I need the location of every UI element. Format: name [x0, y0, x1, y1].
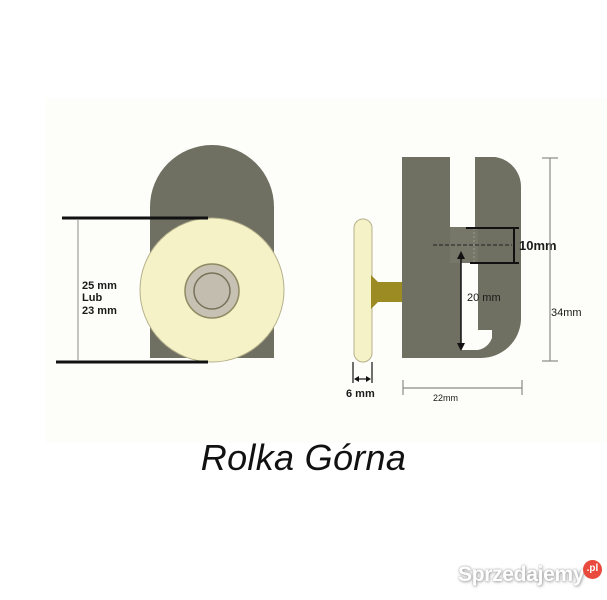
watermark-brand: Sprzedajemy: [458, 563, 585, 586]
wheel-width-arrow-right-icon: [366, 376, 371, 382]
side-view: 10mm 20 mm 34mm 6 mm 22mm: [346, 157, 582, 403]
diameter-label-2: Lub: [82, 292, 102, 304]
side-wheel-shape: [353, 218, 373, 363]
axle-shape: [371, 275, 403, 309]
total-height-label: 34mm: [551, 307, 582, 319]
slot-height-label: 10mm: [519, 238, 557, 253]
gap-arrow-top-icon: [457, 251, 465, 259]
diagram-caption: Rolka Górna: [200, 437, 407, 478]
diameter-label-3: 23 mm: [82, 305, 117, 317]
wheel-width-label: 6 mm: [346, 388, 375, 400]
gap-depth-label: 20 mm: [467, 292, 501, 304]
hub-inner-ring: [193, 272, 231, 310]
gap-arrow-bottom-icon: [457, 343, 465, 351]
side-housing-body: [402, 157, 522, 359]
body-width-label: 22mm: [433, 393, 458, 403]
diameter-label-1: 25 mm: [82, 280, 117, 292]
front-view: 25 mm Lub 23 mm: [56, 145, 285, 364]
watermark-badge: .pl: [583, 560, 602, 579]
wheel-width-arrow-left-icon: [354, 376, 359, 382]
